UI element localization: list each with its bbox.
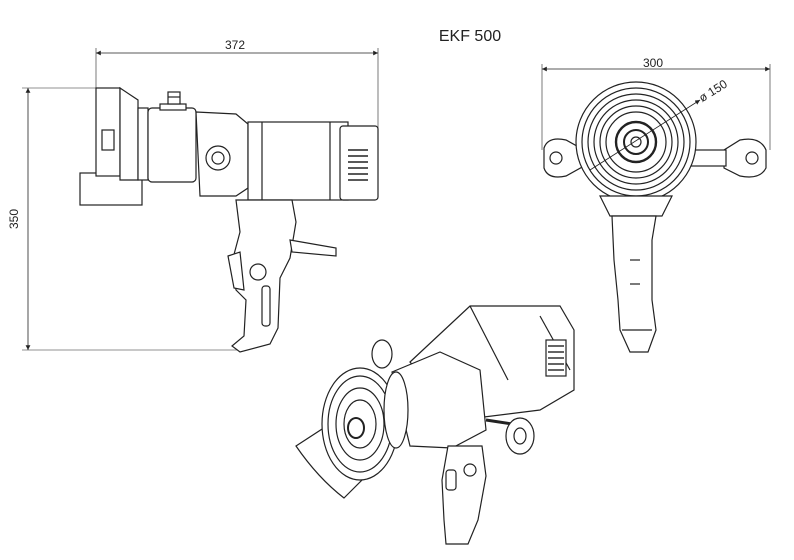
dimension-front-width-label: 300 (642, 56, 664, 70)
dimension-width-label: 372 (224, 38, 246, 52)
diameter-line (589, 99, 701, 171)
front-view (541, 64, 771, 353)
drawing-title: EKF 500 (438, 28, 502, 45)
side-view (22, 48, 379, 353)
isometric-view (295, 305, 575, 545)
motor-body (247, 121, 349, 201)
